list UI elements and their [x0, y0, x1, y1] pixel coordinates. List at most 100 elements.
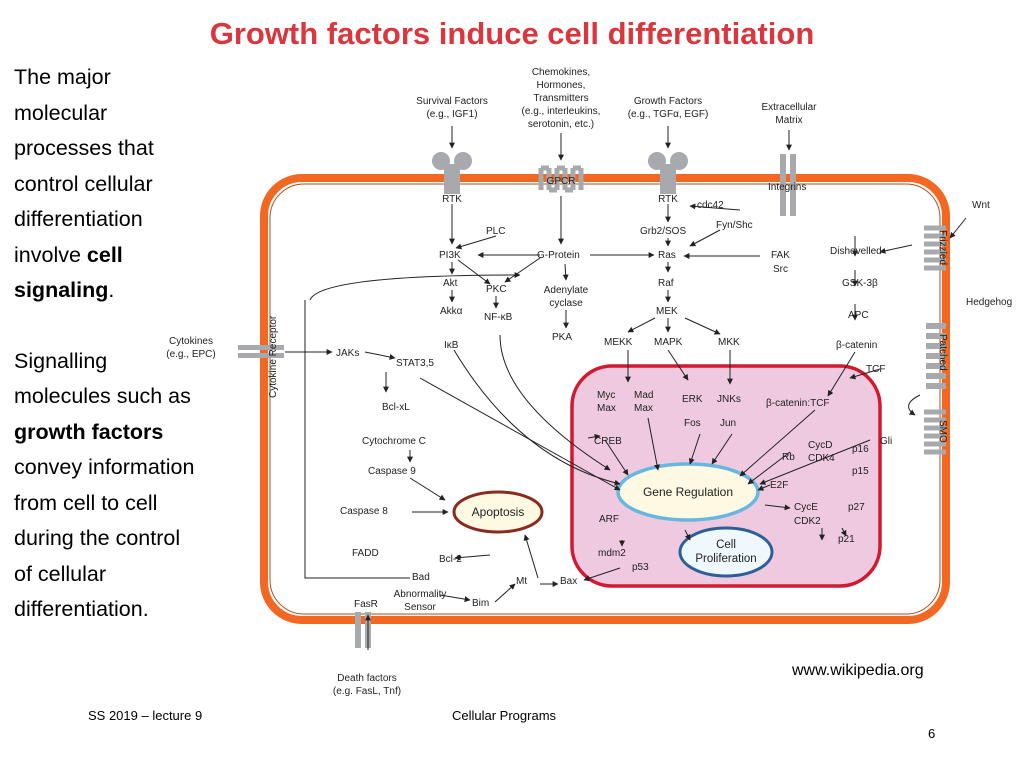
node-mdm2: mdm2 — [598, 548, 626, 559]
node-casp9: Caspase 9 — [368, 466, 416, 477]
death-factors-label: Death factors(e.g. FasL, Tnf) — [333, 673, 401, 697]
node-e2f: E2F — [770, 480, 788, 491]
node-cytc: Cytochrome C — [362, 436, 426, 447]
node-pka: PKA — [552, 332, 572, 343]
node-myc: Myc — [597, 390, 615, 401]
rtk-1-label: RTK — [442, 194, 462, 205]
body-line: differentiation. — [14, 597, 149, 621]
node-mekk: MEKK — [604, 337, 633, 348]
node-pi3k: PI3K — [439, 250, 461, 261]
source-link: www.wikipedia.org — [792, 662, 924, 679]
node-bclxl: Bcl-xL — [382, 402, 410, 413]
node-max-1: Max — [597, 403, 616, 414]
node-cdc42: cdc42 — [697, 200, 724, 211]
smo-receptor — [924, 409, 946, 455]
node-bcatenin: β-catenin — [836, 340, 877, 351]
node-bax: Bax — [560, 576, 577, 587]
gpcr-label: GPCR — [547, 176, 576, 187]
cell-membrane — [260, 174, 950, 624]
body-line: differentiation — [14, 207, 143, 231]
node-p53: p53 — [632, 562, 649, 573]
node-fyn: Fyn/Shc — [716, 220, 753, 231]
pathway-node-labels: cdc42 PLC PI3K G-Protein Grb2/SOS Fyn/Sh… — [336, 200, 892, 613]
membrane-inner-line — [269, 183, 941, 615]
node-fos: Fos — [684, 418, 701, 429]
node-rb: Rb — [782, 452, 795, 463]
node-arf: ARF — [599, 514, 619, 525]
receptor-rtk-2 — [648, 152, 688, 194]
integrins-label: Integrins — [768, 182, 806, 193]
body-bold-phrase: growth factors — [14, 419, 164, 444]
node-gsk3b: GSK-3β — [842, 278, 878, 289]
node-nfkb: NF-κB — [484, 312, 513, 323]
node-pkc: PKC — [486, 284, 507, 295]
hedgehog-label: Hedgehog — [966, 297, 1012, 308]
integrins-receptor — [780, 154, 796, 216]
node-mad: Mad — [634, 390, 653, 401]
apoptosis-ellipse — [452, 490, 544, 534]
fasr-label: FasR — [354, 599, 378, 610]
rtk-2-label: RTK — [658, 194, 678, 205]
node-dishevelled: Dishevelled — [830, 246, 882, 257]
smo-label: SMO — [937, 420, 948, 443]
receptor-rtk-1 — [432, 152, 472, 194]
node-cycd: CycD — [808, 440, 832, 451]
body-line: molecules such as — [14, 384, 191, 408]
body-punct: . — [108, 278, 115, 302]
node-mt: Mt — [516, 576, 527, 587]
body-line: convey information — [14, 455, 195, 479]
body-line: from cell to cell — [14, 490, 158, 515]
body-line: The major — [14, 65, 111, 89]
body-bold-word: signaling — [14, 278, 109, 302]
body-line: involve cell — [14, 238, 244, 274]
survival-factors-label: Survival Factors(e.g., IGF1) — [416, 96, 488, 120]
frizzled-receptor — [924, 225, 946, 271]
node-cyce: CycE — [794, 502, 818, 513]
node-ikb: IκB — [444, 340, 459, 351]
node-akka: Akkα — [440, 306, 463, 317]
cytokines-input-label: Cytokines(e.g., EPC) — [166, 336, 215, 360]
node-grb2: Grb2/SOS — [640, 226, 686, 237]
node-bcat-tcf: β-catenin:TCF — [766, 398, 830, 409]
node-max-2: Max — [634, 403, 653, 414]
apoptosis-label: Apoptosis — [472, 505, 525, 519]
node-jun: Jun — [720, 418, 736, 429]
node-fak: FAK — [771, 250, 790, 261]
node-casp8: Caspase 8 — [340, 506, 388, 517]
node-mapk: MAPK — [654, 337, 683, 348]
body-line: Signalling — [14, 348, 108, 373]
node-plc: PLC — [486, 226, 505, 237]
pathway-arrows — [285, 126, 967, 650]
patched-label: Patched — [937, 334, 948, 371]
node-cdk2: CDK2 — [794, 516, 821, 527]
node-gprotein: G-Protein — [537, 250, 580, 261]
node-bim: Bim — [472, 598, 489, 609]
node-mkk: MKK — [718, 337, 740, 348]
node-jaks: JAKs — [336, 348, 359, 359]
footer-center: Cellular Programs — [452, 708, 557, 723]
node-raf: Raf — [658, 278, 674, 289]
body-line: of cellular — [14, 561, 107, 586]
receptor-gpcr — [538, 165, 584, 193]
growth-factors-label: Growth Factors(e.g., TGFα, EGF) — [628, 96, 709, 120]
node-akt: Akt — [443, 278, 458, 289]
bcl2-bad-line — [304, 300, 410, 579]
page-number: 6 — [928, 726, 936, 741]
node-p15: p15 — [852, 466, 869, 477]
chemokines-label: Chemokines,Hormones,Transmitters(e.g., i… — [522, 67, 601, 130]
cytokine-receptor-shape — [238, 345, 284, 358]
footer-left: SS 2019 – lecture 9 — [88, 708, 203, 723]
node-p27: p27 — [848, 502, 865, 513]
patched-receptor — [926, 323, 946, 389]
gene-regulation-ellipse — [616, 462, 760, 522]
node-fadd: FADD — [352, 548, 379, 559]
body-line: processes that — [14, 136, 154, 160]
body-word: involve — [14, 242, 81, 267]
body-text: The major molecular processes that contr… — [14, 60, 244, 628]
node-apc: APC — [848, 310, 869, 321]
node-bcl2: Bcl-2 — [439, 554, 462, 565]
